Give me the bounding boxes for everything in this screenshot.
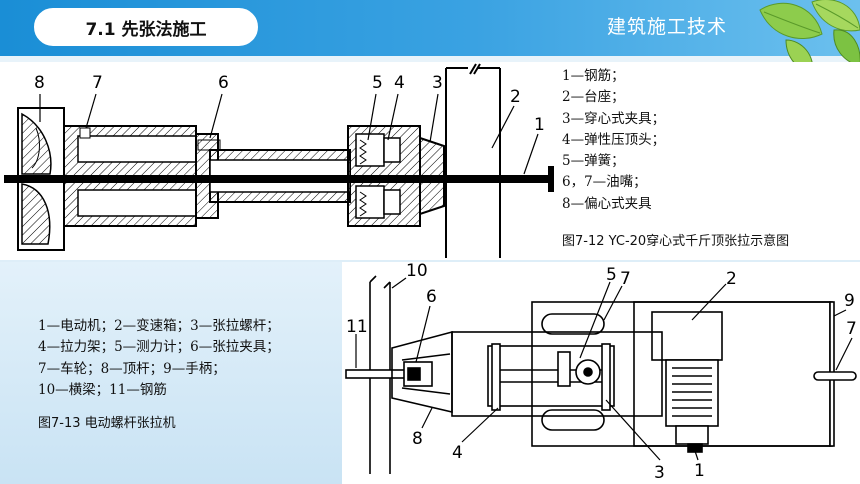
part-label-4: 4 bbox=[394, 73, 405, 93]
leaf-icon bbox=[759, 2, 823, 40]
slide-header: 7.1 先张法施工 建筑施工技术 bbox=[0, 0, 860, 56]
legend-item: 4—弹性压顶头； bbox=[562, 131, 666, 148]
part-label-9: 9 bbox=[844, 291, 855, 311]
part-label-7: 7 bbox=[620, 269, 631, 289]
figure-caption: 图7-13 电动螺杆张拉机 bbox=[38, 416, 176, 431]
legend-yc20-jack: 1—钢筋； 2—台座； 3—穿心式夹具； 4—弹性压顶头； 5—弹簧； 6，7—… bbox=[556, 62, 860, 260]
legend-item: 6，7—油嘴； bbox=[562, 174, 647, 191]
legend-item: 7—车轮；8—顶杆；9—手柄； bbox=[38, 360, 226, 377]
legend-item: 3—穿心式夹具； bbox=[562, 110, 666, 127]
legend-item: 1—钢筋； bbox=[562, 68, 625, 84]
section-title-pill: 7.1 先张法施工 bbox=[34, 8, 258, 46]
part-label-2: 2 bbox=[726, 269, 737, 289]
legend-item: 8—偏心式夹具 bbox=[562, 195, 652, 212]
part-label-7: 7 bbox=[846, 319, 857, 339]
leaf-icon bbox=[833, 29, 860, 67]
part-label-10: 10 bbox=[406, 262, 428, 281]
part-label-11: 11 bbox=[346, 317, 368, 337]
part-label-6: 6 bbox=[426, 287, 437, 307]
figure-screw-tensioner: 10 11 6 5 7 2 9 7 8 4 3 1 bbox=[342, 261, 860, 484]
part-label-4: 4 bbox=[452, 443, 463, 463]
legend-item: 2—台座； bbox=[562, 89, 625, 106]
part-label-1: 1 bbox=[534, 115, 545, 135]
part-label-7: 7 bbox=[92, 73, 103, 93]
legend-item: 10—横梁；11—钢筋 bbox=[38, 381, 167, 398]
part-label-3: 3 bbox=[654, 463, 665, 483]
part-label-5: 5 bbox=[372, 73, 383, 93]
part-label-1: 1 bbox=[694, 461, 705, 481]
legend-item: 4—拉力架；5—测力计；6—张拉夹具； bbox=[38, 339, 280, 356]
part-label-8: 8 bbox=[412, 429, 423, 449]
part-label-6: 6 bbox=[218, 73, 229, 93]
part-label-5: 5 bbox=[606, 265, 617, 285]
figure-yc20-jack: 8 7 6 5 4 3 2 1 bbox=[0, 62, 556, 260]
course-title: 建筑施工技术 bbox=[607, 16, 728, 38]
legend-screw-tensioner: 1—电动机；2—变速箱；3—张拉螺杆； 4—拉力架；5—测力计；6—张拉夹具； … bbox=[0, 262, 342, 484]
section-title: 7.1 先张法施工 bbox=[85, 19, 207, 40]
part-label-3: 3 bbox=[432, 73, 443, 93]
part-label-2: 2 bbox=[510, 87, 521, 107]
part-label-8: 8 bbox=[34, 73, 45, 93]
legend-item: 1—电动机；2—变速箱；3—张拉螺杆； bbox=[38, 318, 280, 334]
legend-item: 5—弹簧； bbox=[562, 153, 625, 170]
figure-caption: 图7-12 YC-20穿心式千斤顶张拉示意图 bbox=[562, 234, 790, 249]
